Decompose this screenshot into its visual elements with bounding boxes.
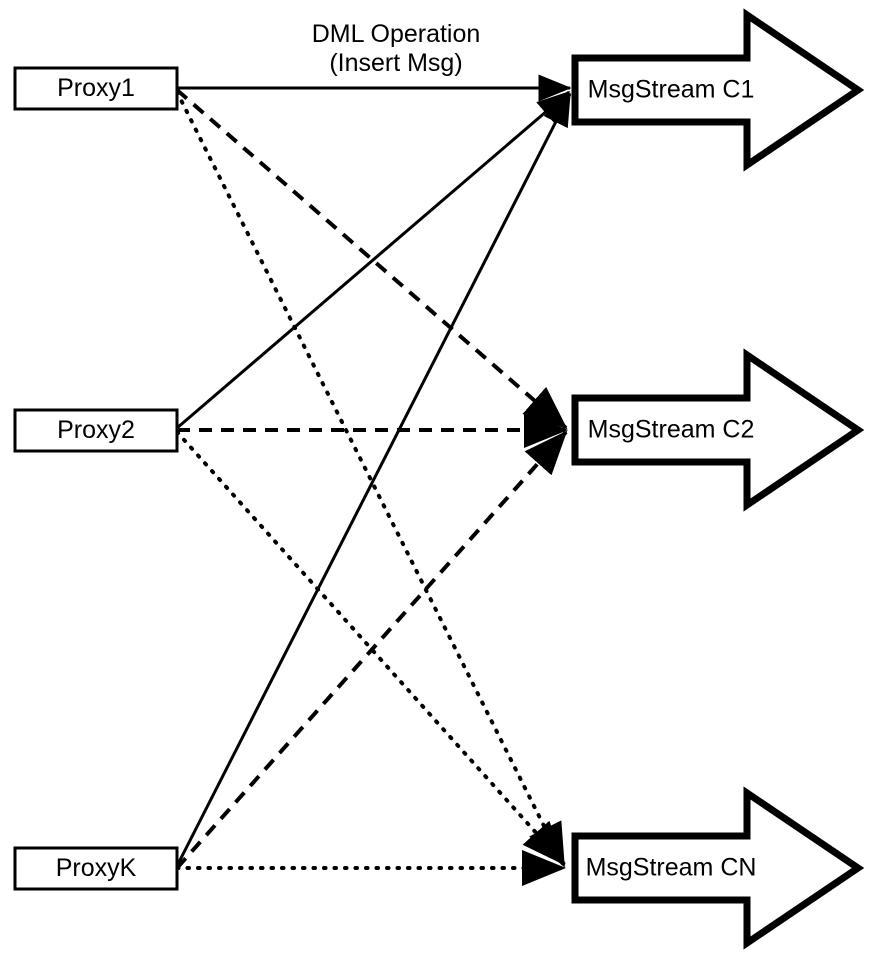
edge-label-line-1: DML Operation: [312, 20, 481, 48]
edge-proxyk-to-msgstream-c1: [175, 92, 572, 867]
proxy-node-proxy1[interactable]: Proxy1: [13, 66, 179, 111]
proxy-box-shape: [13, 846, 179, 891]
block-arrow-shape: [571, 348, 865, 512]
msgstream-label: MsgStream C2: [588, 416, 755, 444]
msgstream-label: MsgStream CN: [586, 854, 757, 882]
block-arrow-shape: [571, 8, 865, 172]
proxy-box-shape: [13, 408, 179, 453]
msgstream-node-c2[interactable]: MsgStream C2: [571, 348, 865, 512]
edge-proxy1-to-msgstream-c2: [175, 88, 568, 430]
edge-label-line-2: (Insert Msg): [329, 49, 462, 77]
connector-layer: [175, 74, 572, 886]
msgstream-label: MsgStream C1: [588, 76, 755, 104]
proxy-box-shape: [13, 66, 179, 111]
edge-proxy2-to-msgstream-c1: [176, 90, 571, 430]
proxy-label: ProxyK: [56, 854, 137, 882]
edge-proxy1-to-msgstream-cn: [175, 90, 566, 868]
edge-proxyk-to-msgstream-c2: [175, 430, 568, 870]
edge-label-dml-operation: DML Operation (Insert Msg): [312, 20, 481, 77]
proxy-node-proxy2[interactable]: Proxy2: [13, 408, 179, 453]
block-arrow-shape: [571, 786, 865, 950]
proxy-node-proxyk[interactable]: ProxyK: [13, 846, 179, 891]
edge-proxy2-to-msgstream-cn: [175, 430, 566, 866]
proxy-label: Proxy2: [57, 416, 135, 444]
msgstream-node-c1[interactable]: MsgStream C1: [571, 8, 865, 172]
msgstream-node-cn[interactable]: MsgStream CN: [571, 786, 865, 950]
proxy-label: Proxy1: [57, 74, 135, 102]
